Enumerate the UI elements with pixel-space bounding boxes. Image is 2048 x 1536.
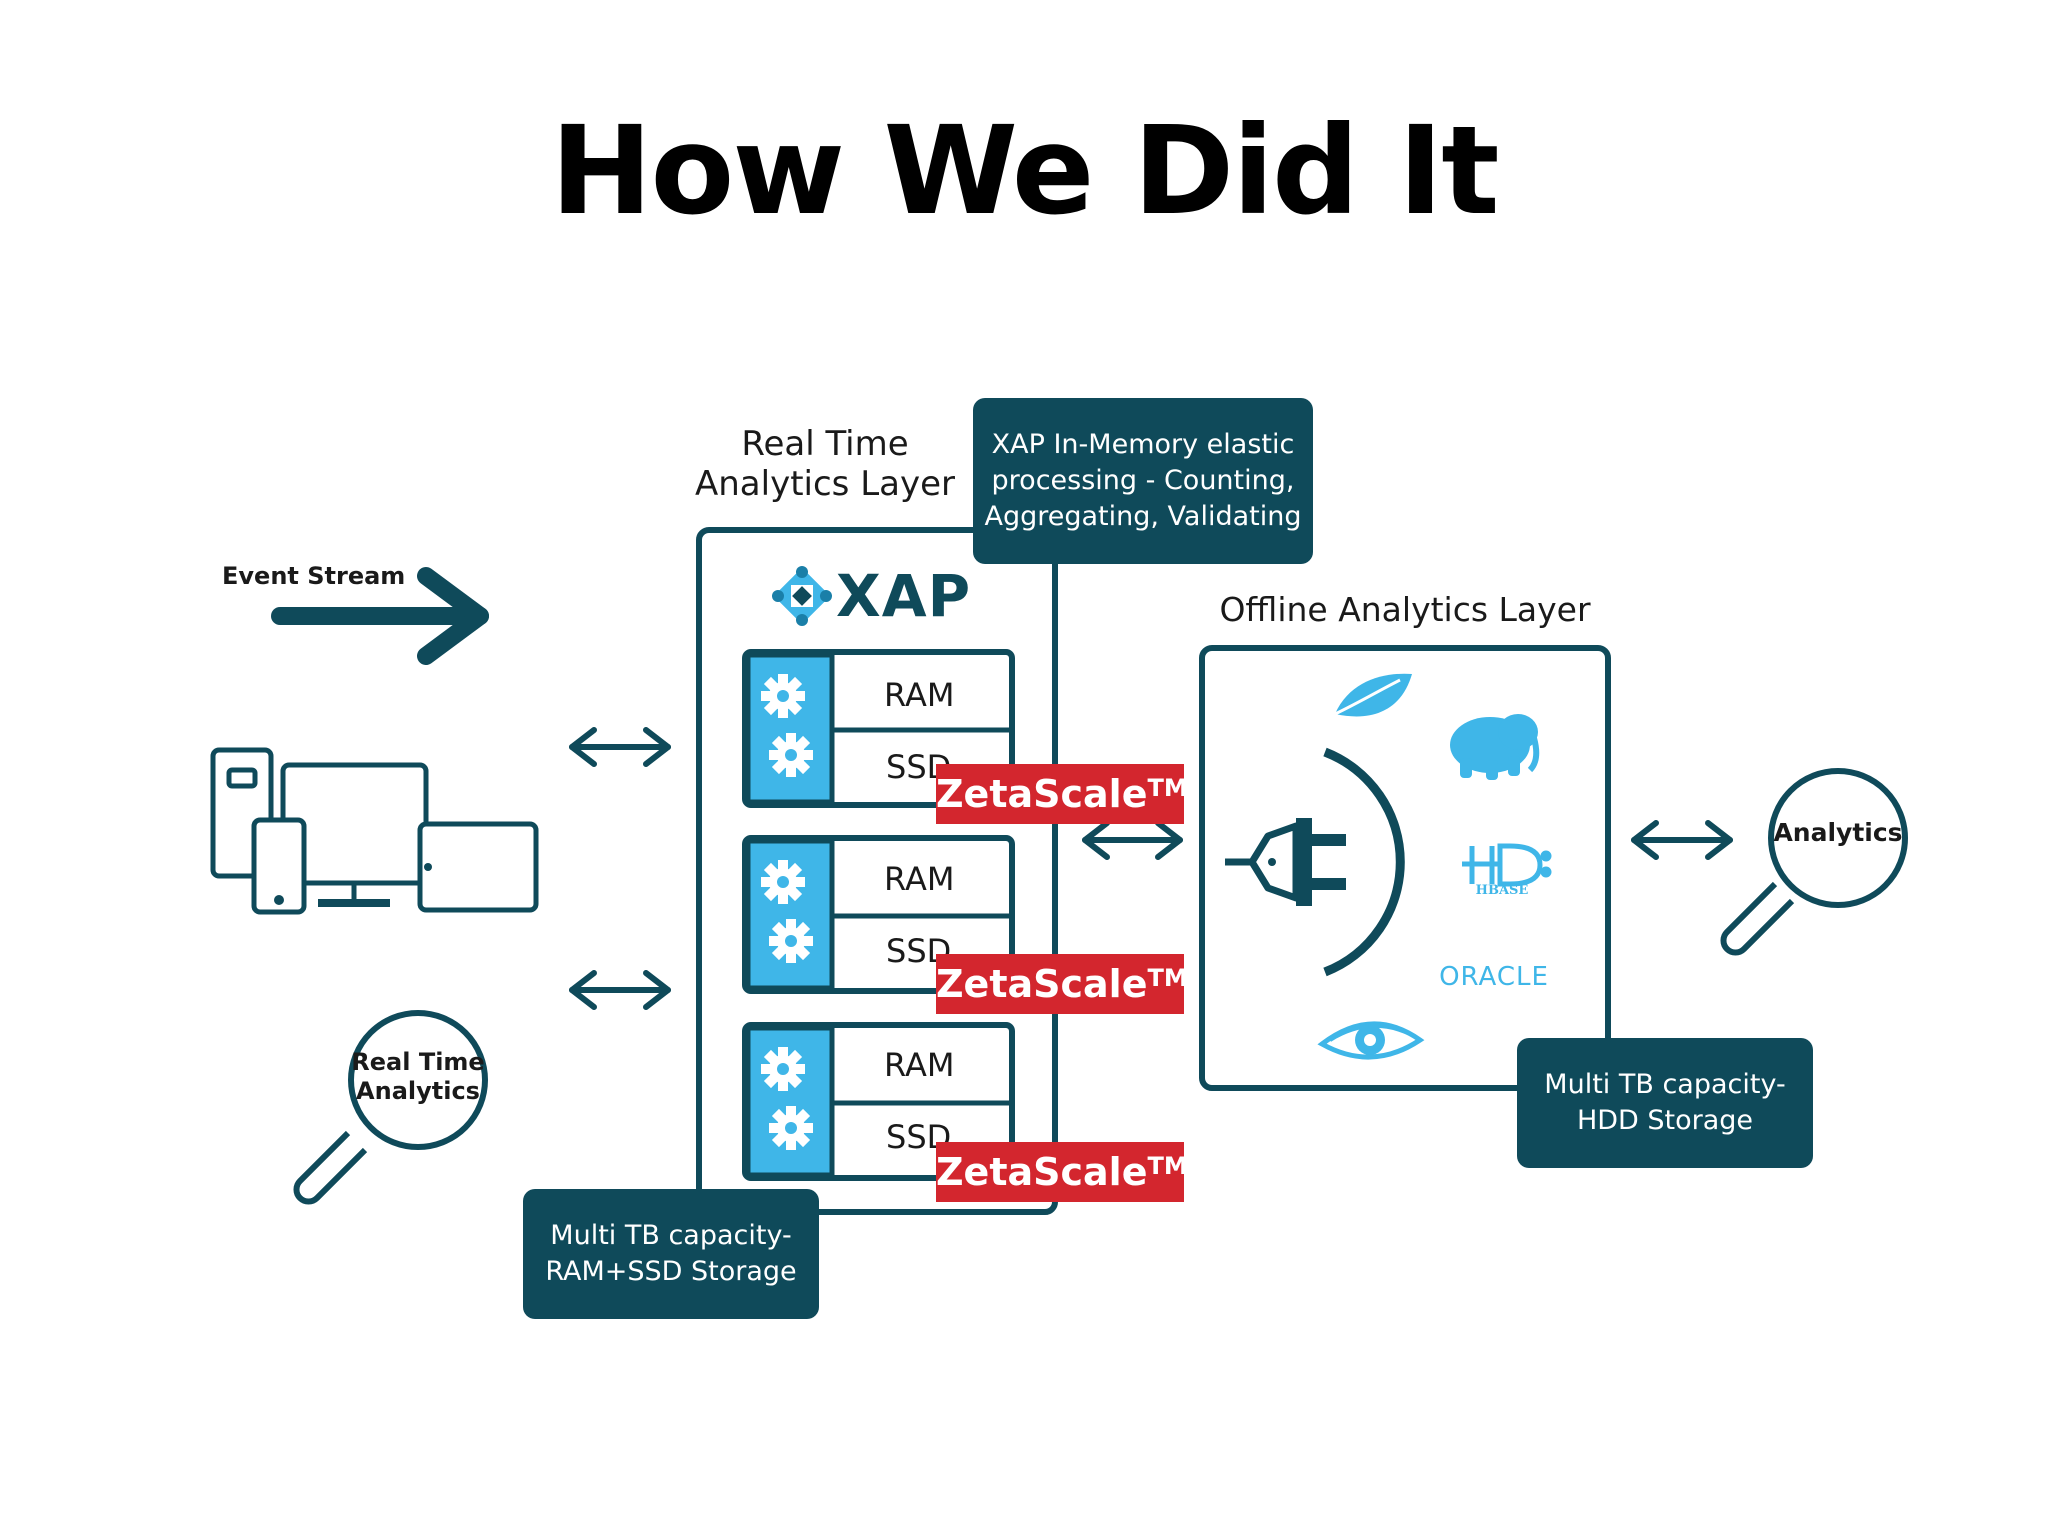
hdd-storage-callout: Multi TB capacity- HDD Storage xyxy=(1517,1038,1813,1168)
leaf-icon xyxy=(1334,673,1412,717)
ram-ssd-storage-callout: Multi TB capacity- RAM+SSD Storage xyxy=(523,1189,819,1319)
xap-logo-text: XAP xyxy=(836,562,972,630)
real-time-analytics-label: Real Time Analytics xyxy=(348,1048,488,1106)
zetascale-badge: ZetaScaleTM xyxy=(936,764,1188,824)
hdd-callout-line1: Multi TB capacity- xyxy=(1544,1069,1786,1100)
zetascale-tm: TM xyxy=(1147,774,1188,802)
ram-label: RAM xyxy=(884,1046,955,1084)
offline-layer-label: Offline Analytics Layer xyxy=(1219,590,1591,629)
bidirectional-arrow-icon xyxy=(1631,820,1733,860)
real-time-layer-label: Real Time Analytics Layer xyxy=(690,424,960,504)
bidirectional-arrow-icon xyxy=(569,727,671,767)
storage-unit-2 xyxy=(742,835,1015,994)
zetascale-badge-text: ZetaScale xyxy=(936,1150,1148,1194)
ram-ssd-callout-line1: Multi TB capacity- xyxy=(550,1220,792,1251)
zetascale-tm: TM xyxy=(1147,1152,1188,1180)
xap-processing-callout: XAP In-Memory elastic processing - Count… xyxy=(973,398,1313,564)
event-stream-arrow-icon xyxy=(271,567,489,665)
rt-analytics-line1: Real Time xyxy=(351,1048,485,1076)
magnifier-icon xyxy=(1720,768,1908,956)
magnifier-icon xyxy=(293,1010,488,1205)
zetascale-badge: ZetaScaleTM xyxy=(936,954,1188,1014)
hbase-logo-text: HBASE xyxy=(1476,883,1529,898)
zetascale-badge: ZetaScaleTM xyxy=(936,1142,1188,1202)
hdd-callout-line2: HDD Storage xyxy=(1576,1105,1754,1136)
oracle-logo: ORACLE xyxy=(1439,962,1549,992)
real-time-layer-line1: Real Time xyxy=(741,424,909,464)
real-time-layer-line2: Analytics Layer xyxy=(695,464,955,504)
analytics-label: Analytics xyxy=(1773,818,1903,847)
zetascale-badge-text: ZetaScale xyxy=(936,962,1148,1006)
bidirectional-arrow-icon xyxy=(569,970,671,1010)
zetascale-tm: TM xyxy=(1147,964,1188,992)
storage-unit-3 xyxy=(742,1022,1015,1181)
ram-label: RAM xyxy=(884,676,955,714)
devices-icon xyxy=(210,747,539,915)
zetascale-badge-text: ZetaScale xyxy=(936,772,1148,816)
eye-icon xyxy=(1317,1021,1425,1060)
xap-callout-line3: Aggregating, Validating xyxy=(984,501,1302,532)
page-title: How We Did It xyxy=(550,100,1499,242)
bidirectional-arrow-icon xyxy=(1082,820,1183,860)
xap-callout-line1: XAP In-Memory elastic xyxy=(991,429,1295,460)
hbase-logo-icon xyxy=(1462,843,1552,887)
event-stream-label: Event Stream xyxy=(222,562,406,590)
ram-ssd-callout-line2: RAM+SSD Storage xyxy=(545,1256,797,1287)
plug-icon xyxy=(1225,747,1405,977)
rt-analytics-line2: Analytics xyxy=(356,1077,480,1105)
xap-callout-line2: processing - Counting, xyxy=(991,465,1295,496)
hadoop-elephant-icon xyxy=(1450,714,1540,780)
ram-label: RAM xyxy=(884,860,955,898)
